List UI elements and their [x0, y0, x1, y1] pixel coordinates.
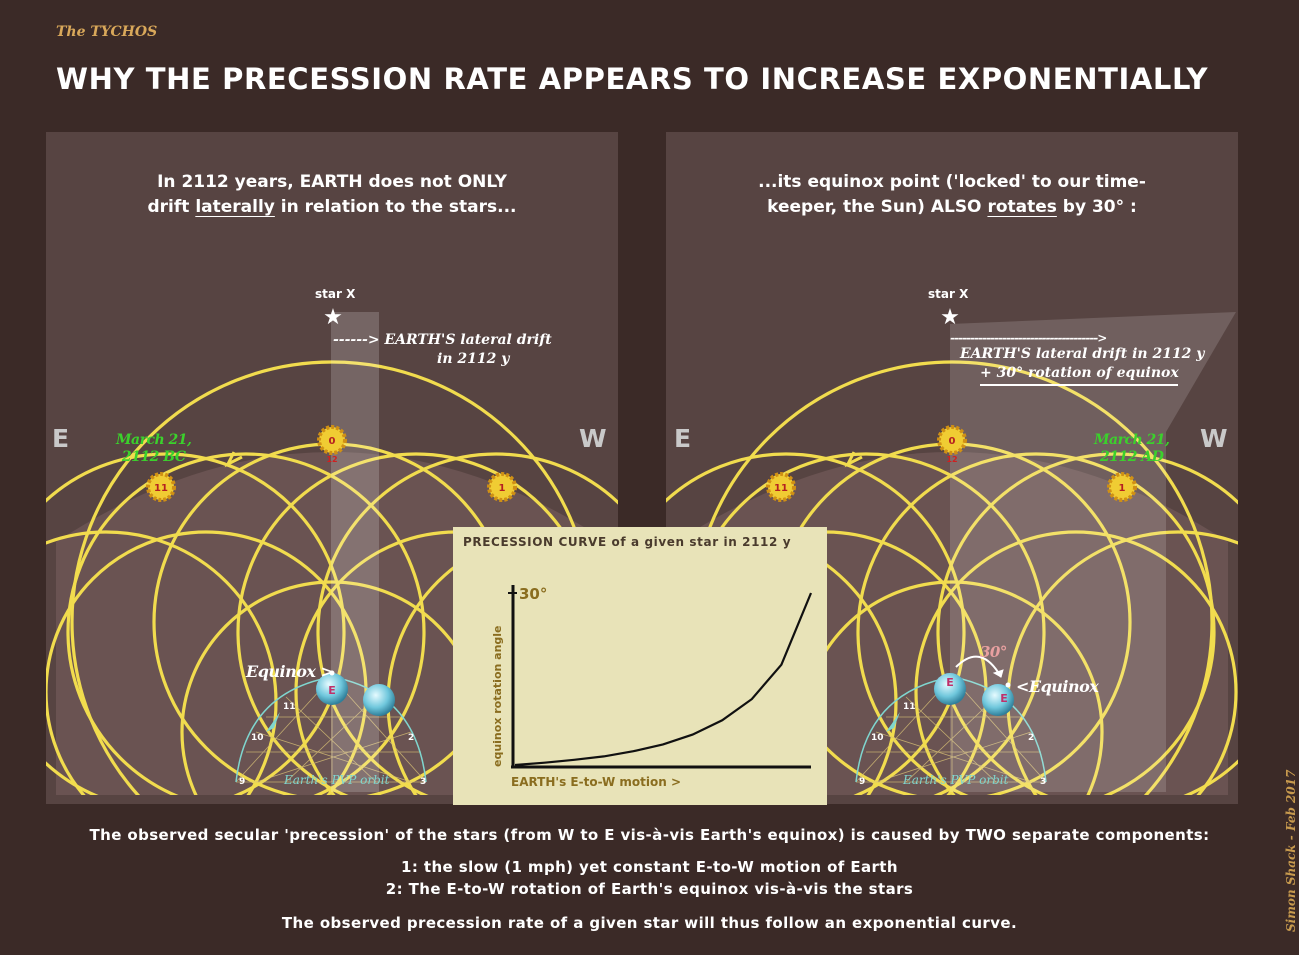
- sun-label: 12: [946, 455, 957, 464]
- pvp-arrow: [266, 712, 280, 732]
- pvp-orbit-lines: [235, 676, 427, 783]
- earth-icon-drifted: [982, 684, 1014, 716]
- clock-number: 11: [903, 702, 916, 712]
- sun-icon: [146, 472, 176, 502]
- east-label: E: [674, 424, 692, 453]
- sun-icon: [937, 425, 967, 455]
- sun-icon: [317, 425, 347, 455]
- sun-icon: [1107, 472, 1137, 502]
- orbit-label: Earth's PVP orbit: [284, 773, 390, 787]
- star-label: star X: [928, 287, 969, 301]
- underlined-word: rotates: [987, 197, 1057, 217]
- star-x-icon: ★: [323, 305, 343, 330]
- page-title: WHY THE PRECESSION RATE APPEARS TO INCRE…: [56, 62, 1209, 96]
- orbit-direction-arrow: [844, 451, 863, 468]
- date-label: March 21,2112 AD: [1094, 432, 1170, 465]
- west-label: W: [579, 424, 607, 453]
- date-label: March 21,2112 BC: [116, 432, 192, 465]
- clock-number: 9: [239, 777, 246, 787]
- curve-plot: 30° equinox rotation angle EARTH's E-to-…: [491, 585, 813, 789]
- equinox-point: [329, 670, 335, 676]
- clock-number: 11: [283, 702, 296, 712]
- clock-number: 3: [1040, 777, 1047, 787]
- right-panel: ★ 0 12 11 1 E E ...its equinox point ('l…: [666, 132, 1238, 804]
- clock-number: 3: [420, 777, 427, 787]
- earth-letter: E: [1000, 692, 1008, 705]
- right-caption-line1: ...its equinox point ('locked' to our ti…: [758, 172, 1146, 192]
- star-beam: [331, 312, 379, 792]
- left-caption-line2: drift laterally in relation to the stars…: [147, 197, 517, 217]
- left-caption-line1: In 2112 years, EARTH does not ONLY: [157, 172, 507, 192]
- sun-label: 0: [329, 436, 336, 447]
- drift-label-line2: in 2112 y: [437, 351, 510, 367]
- sun-label: 0: [949, 436, 956, 447]
- right-caption-line2: keeper, the Sun) ALSO rotates by 30° :: [767, 197, 1137, 217]
- star-beam-widened: [950, 312, 1236, 792]
- clock-number: 10: [251, 733, 264, 743]
- sun-label: 1: [499, 483, 506, 494]
- clock-number: 9: [859, 777, 866, 787]
- earth-icon: [316, 673, 348, 705]
- clock-number: 10: [871, 733, 884, 743]
- drift-label-line1: ------> EARTH'S lateral drift: [333, 332, 552, 348]
- footer-line2: 1: the slow (1 mph) yet constant E-to-W …: [401, 858, 898, 876]
- orbit-label: Earth's PVP orbit: [903, 773, 1009, 787]
- equinox-point: [1005, 682, 1011, 688]
- drift-label-line2: + 30° rotation of equinox: [980, 365, 1179, 381]
- angle-label: 30°: [980, 643, 1007, 661]
- clock-number: 2: [408, 733, 415, 743]
- author-credit: Simon Shack - Feb 2017: [1284, 769, 1298, 932]
- precession-curve-chart: PRECESSION CURVE of a given star in 2112…: [453, 527, 827, 805]
- sun-icon: [766, 472, 796, 502]
- rotation-arrow-icon: [955, 655, 1002, 678]
- sun-label: 1: [1119, 483, 1126, 494]
- footer-line1: The observed secular 'precession' of the…: [89, 826, 1210, 844]
- x-axis-label: EARTH's E-to-W motion >: [511, 775, 681, 789]
- y-tick-label: 30°: [519, 585, 547, 603]
- earth-icon: [934, 673, 966, 705]
- precession-curve-series: [514, 592, 813, 767]
- equinox-label: Equinox >: [246, 662, 334, 681]
- sun-icon: [487, 472, 517, 502]
- earth-letter: E: [328, 684, 336, 697]
- star-x-icon: ★: [940, 305, 960, 330]
- brand-label: The TYCHOS: [56, 24, 158, 40]
- equinox-label: <Equinox: [1016, 677, 1099, 696]
- chart-title: PRECESSION CURVE of a given star in 2112…: [463, 535, 792, 549]
- y-axis-label: equinox rotation angle: [491, 625, 504, 767]
- sun-label: 11: [154, 483, 168, 494]
- west-label: W: [1200, 424, 1228, 453]
- orbit-direction-arrow: [224, 451, 243, 468]
- clock-number: 2: [1028, 733, 1035, 743]
- footer-line4: The observed precession rate of a given …: [281, 914, 1018, 932]
- underlined-word: laterally: [195, 197, 275, 217]
- earth-icon-drifted: [363, 684, 395, 716]
- sun-label: 12: [326, 455, 337, 464]
- drift-label-line1: EARTH'S lateral drift in 2112 y: [960, 346, 1205, 362]
- footer-line3: 2: The E-to-W rotation of Earth's equino…: [385, 880, 914, 898]
- drift-arrow: ------------------------------------->: [950, 331, 1107, 345]
- pvp-arrow: [886, 712, 900, 732]
- sun-label: 11: [774, 483, 788, 494]
- east-label: E: [52, 424, 70, 453]
- earth-letter: E: [946, 676, 954, 689]
- star-label: star X: [315, 287, 356, 301]
